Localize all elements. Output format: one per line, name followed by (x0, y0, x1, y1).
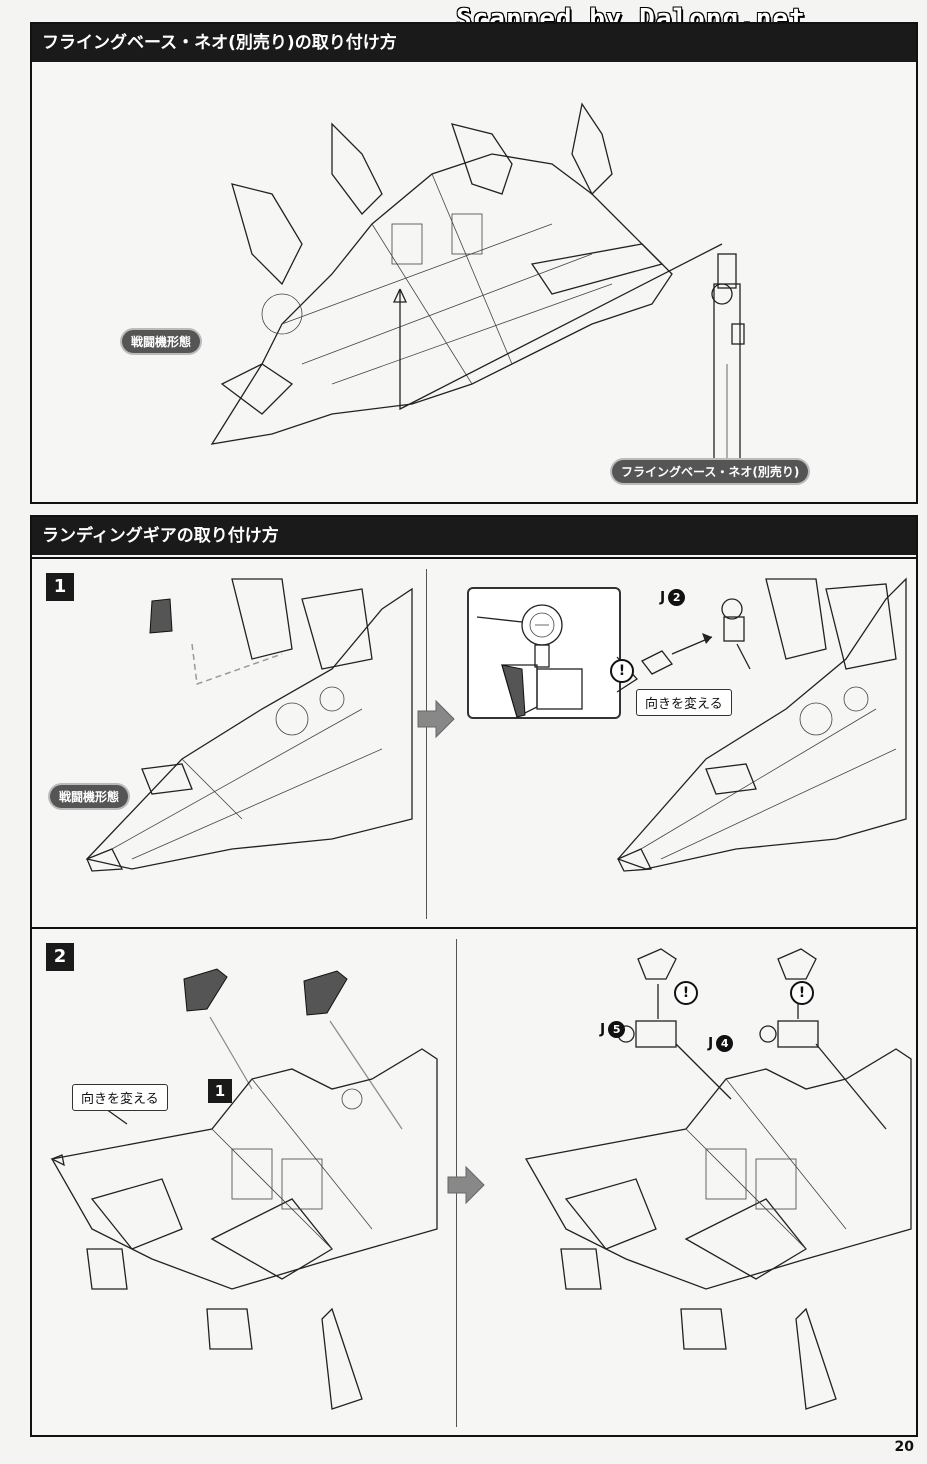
flying-base-section-title: フライングベース・ネオ(別売り)の取り付け方 (32, 24, 916, 62)
landing-gear-section-title: ランディングギアの取り付け方 (32, 517, 916, 555)
step-2-warning-icon-a: ! (674, 981, 698, 1005)
step-2-number: 2 (46, 943, 74, 971)
step-1-after-drawing (616, 577, 907, 872)
removed-gear-part-b (303, 970, 348, 1016)
step-2-ref-step: 1 (208, 1079, 232, 1103)
step-2-before-drawing (50, 968, 438, 1410)
part-j5-letter: J (600, 1021, 606, 1038)
removed-gear-part (149, 598, 173, 634)
rotation-detail-callout (467, 587, 621, 719)
part-j4-number: 4 (716, 1035, 734, 1052)
flying-base-section: フライングベース・ネオ(別売り)の取り付け方 戦闘機形態 フライングベース・ネオ… (30, 22, 918, 504)
step-2-turn-label: 向きを変える (72, 1084, 168, 1111)
removed-gear-part-a (183, 968, 228, 1012)
gear-part-j2-drawing (641, 598, 751, 675)
step-1-panel: 1 戦闘機形態 (32, 557, 916, 929)
fighter-mode-drawing (210, 102, 745, 465)
rotation-detail-drawing (476, 604, 638, 718)
step-1-number: 1 (46, 573, 74, 601)
step-1-before-drawing (85, 578, 413, 872)
fighter-mode-label: 戦闘機形態 (122, 330, 201, 353)
page-number: 20 (894, 1439, 914, 1455)
part-j2-letter: J (660, 589, 666, 606)
part-j2-number: 2 (668, 589, 686, 606)
step-2-warning-icon-b: ! (790, 981, 814, 1005)
step-2-after-drawing (524, 948, 912, 1410)
part-j5-number: 5 (608, 1021, 626, 1038)
step-2-arrow (447, 1165, 485, 1205)
step-1-fighter-mode-label: 戦闘機形態 (50, 785, 129, 808)
warning-icon: ! (610, 659, 634, 683)
part-j4-letter: J (708, 1035, 714, 1052)
step-1-divider (426, 569, 427, 919)
step-2-panel: 2 向きを変える 1 (32, 927, 916, 1437)
step-1-turn-label: 向きを変える (636, 689, 732, 716)
landing-gear-section: ランディングギアの取り付け方 1 戦闘機形態 (30, 515, 918, 1455)
step-1-arrow (417, 699, 455, 739)
flying-base-label: フライングベース・ネオ(別売り) (612, 460, 809, 483)
